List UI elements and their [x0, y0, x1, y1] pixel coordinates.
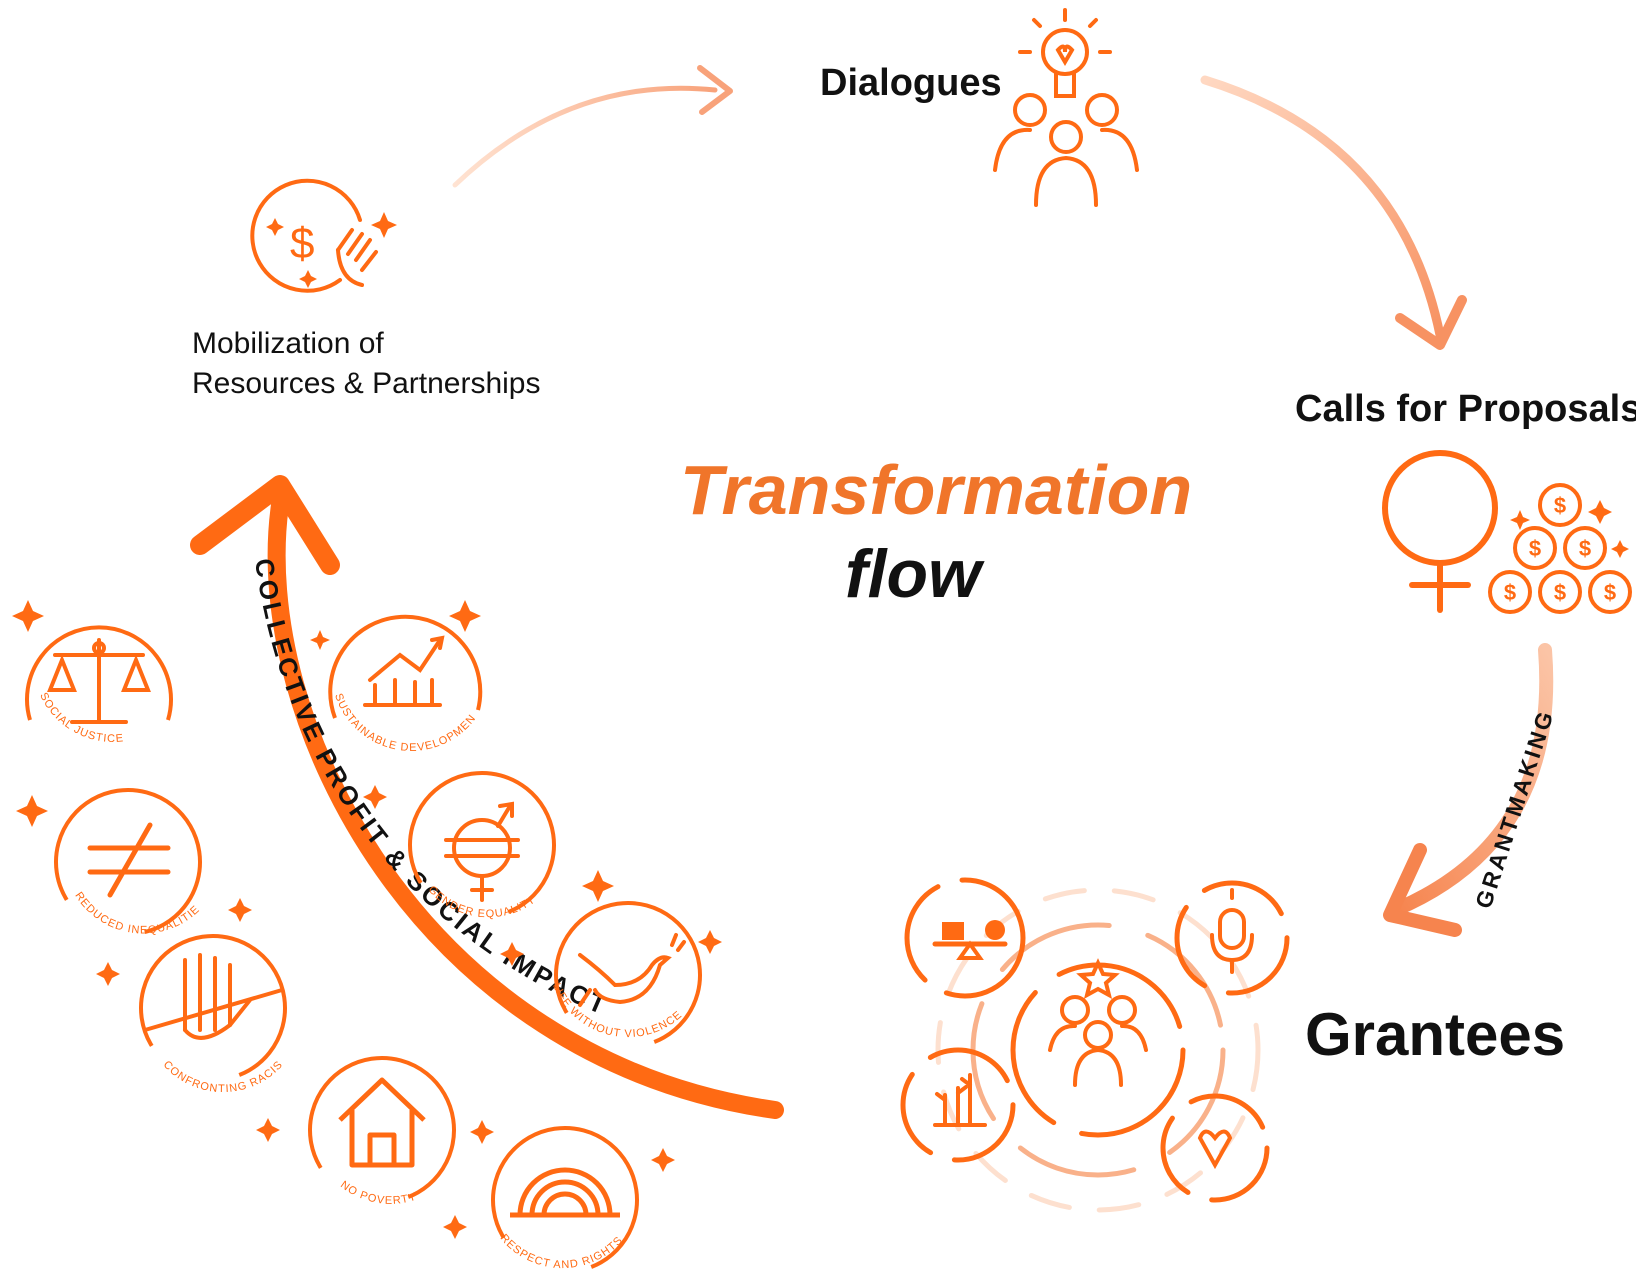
title-transformation: Transformation	[680, 451, 1193, 529]
svg-text:$: $	[1554, 493, 1566, 518]
dove-icon	[578, 933, 686, 1007]
grantmaking-arrow	[1383, 643, 1554, 937]
title-flow: flow	[845, 536, 981, 612]
collective-impact-arrow	[190, 475, 784, 1119]
impact-badge-reduced-inequalities	[54, 788, 202, 936]
impact-badge-gender-equality	[408, 771, 556, 919]
sparkle-icon	[12, 600, 722, 1239]
node-mobilization-line1: Mobilization of	[192, 327, 384, 360]
svg-text:$: $	[1579, 536, 1591, 561]
seesaw-icon	[904, 877, 1026, 999]
badge-label: SOCIAL JUSTICE	[37, 691, 124, 745]
gender-symbol-icon	[444, 801, 520, 902]
impact-badge-no-poverty	[307, 1056, 456, 1204]
not-equal-icon	[87, 822, 171, 898]
growth-chart-icon	[363, 635, 445, 707]
flow-arrow-mobilization-to-dialogues	[452, 65, 733, 188]
node-grantees: Grantees	[1305, 1001, 1566, 1068]
sparkle-icon	[1510, 500, 1629, 558]
grantmaking-label: GRANTMAKING	[1470, 706, 1559, 912]
house-icon	[338, 1077, 426, 1168]
svg-text:$: $	[1504, 580, 1516, 605]
raised-hand-icon	[143, 953, 284, 1040]
microphone-icon	[1174, 880, 1290, 996]
impact-badge-confronting-racism	[139, 934, 287, 1082]
impact-badge-social-justice	[25, 625, 173, 724]
svg-text:$: $	[1604, 580, 1616, 605]
flow-arrow-dialogues-to-calls	[1200, 75, 1467, 350]
svg-text:$: $	[1554, 580, 1566, 605]
dialogues-icon	[993, 8, 1139, 207]
plants-icon	[900, 1047, 1016, 1163]
scales-icon	[47, 638, 151, 724]
money-hand-icon: $	[250, 178, 378, 293]
impact-badge-respect-and-rights	[491, 1126, 639, 1274]
coins-icon: $ $ $ $ $ $	[1488, 483, 1632, 614]
female-symbol-icon	[1382, 450, 1498, 613]
badge-label: NO POVERTY	[338, 1179, 418, 1207]
impact-badge-life-without-violence	[554, 901, 702, 1049]
badge-label: RESPECT AND RIGHTS	[498, 1232, 626, 1271]
node-dialogues: Dialogues	[820, 62, 1002, 104]
impact-badge-sustainable-development	[328, 614, 483, 719]
heart-icon	[1160, 1093, 1270, 1203]
sparkle-icon	[266, 212, 397, 288]
svg-text:$: $	[1529, 536, 1541, 561]
svg-text:$: $	[290, 219, 314, 268]
grantees-cluster	[900, 877, 1290, 1213]
node-mobilization: Mobilization of Resources & Partnerships	[192, 324, 541, 404]
rainbow-icon	[510, 1167, 620, 1218]
community-icon	[1048, 958, 1148, 1087]
node-calls-for-proposals: Calls for Proposals	[1295, 388, 1636, 430]
node-mobilization-line2: Resources & Partnerships	[192, 367, 541, 400]
